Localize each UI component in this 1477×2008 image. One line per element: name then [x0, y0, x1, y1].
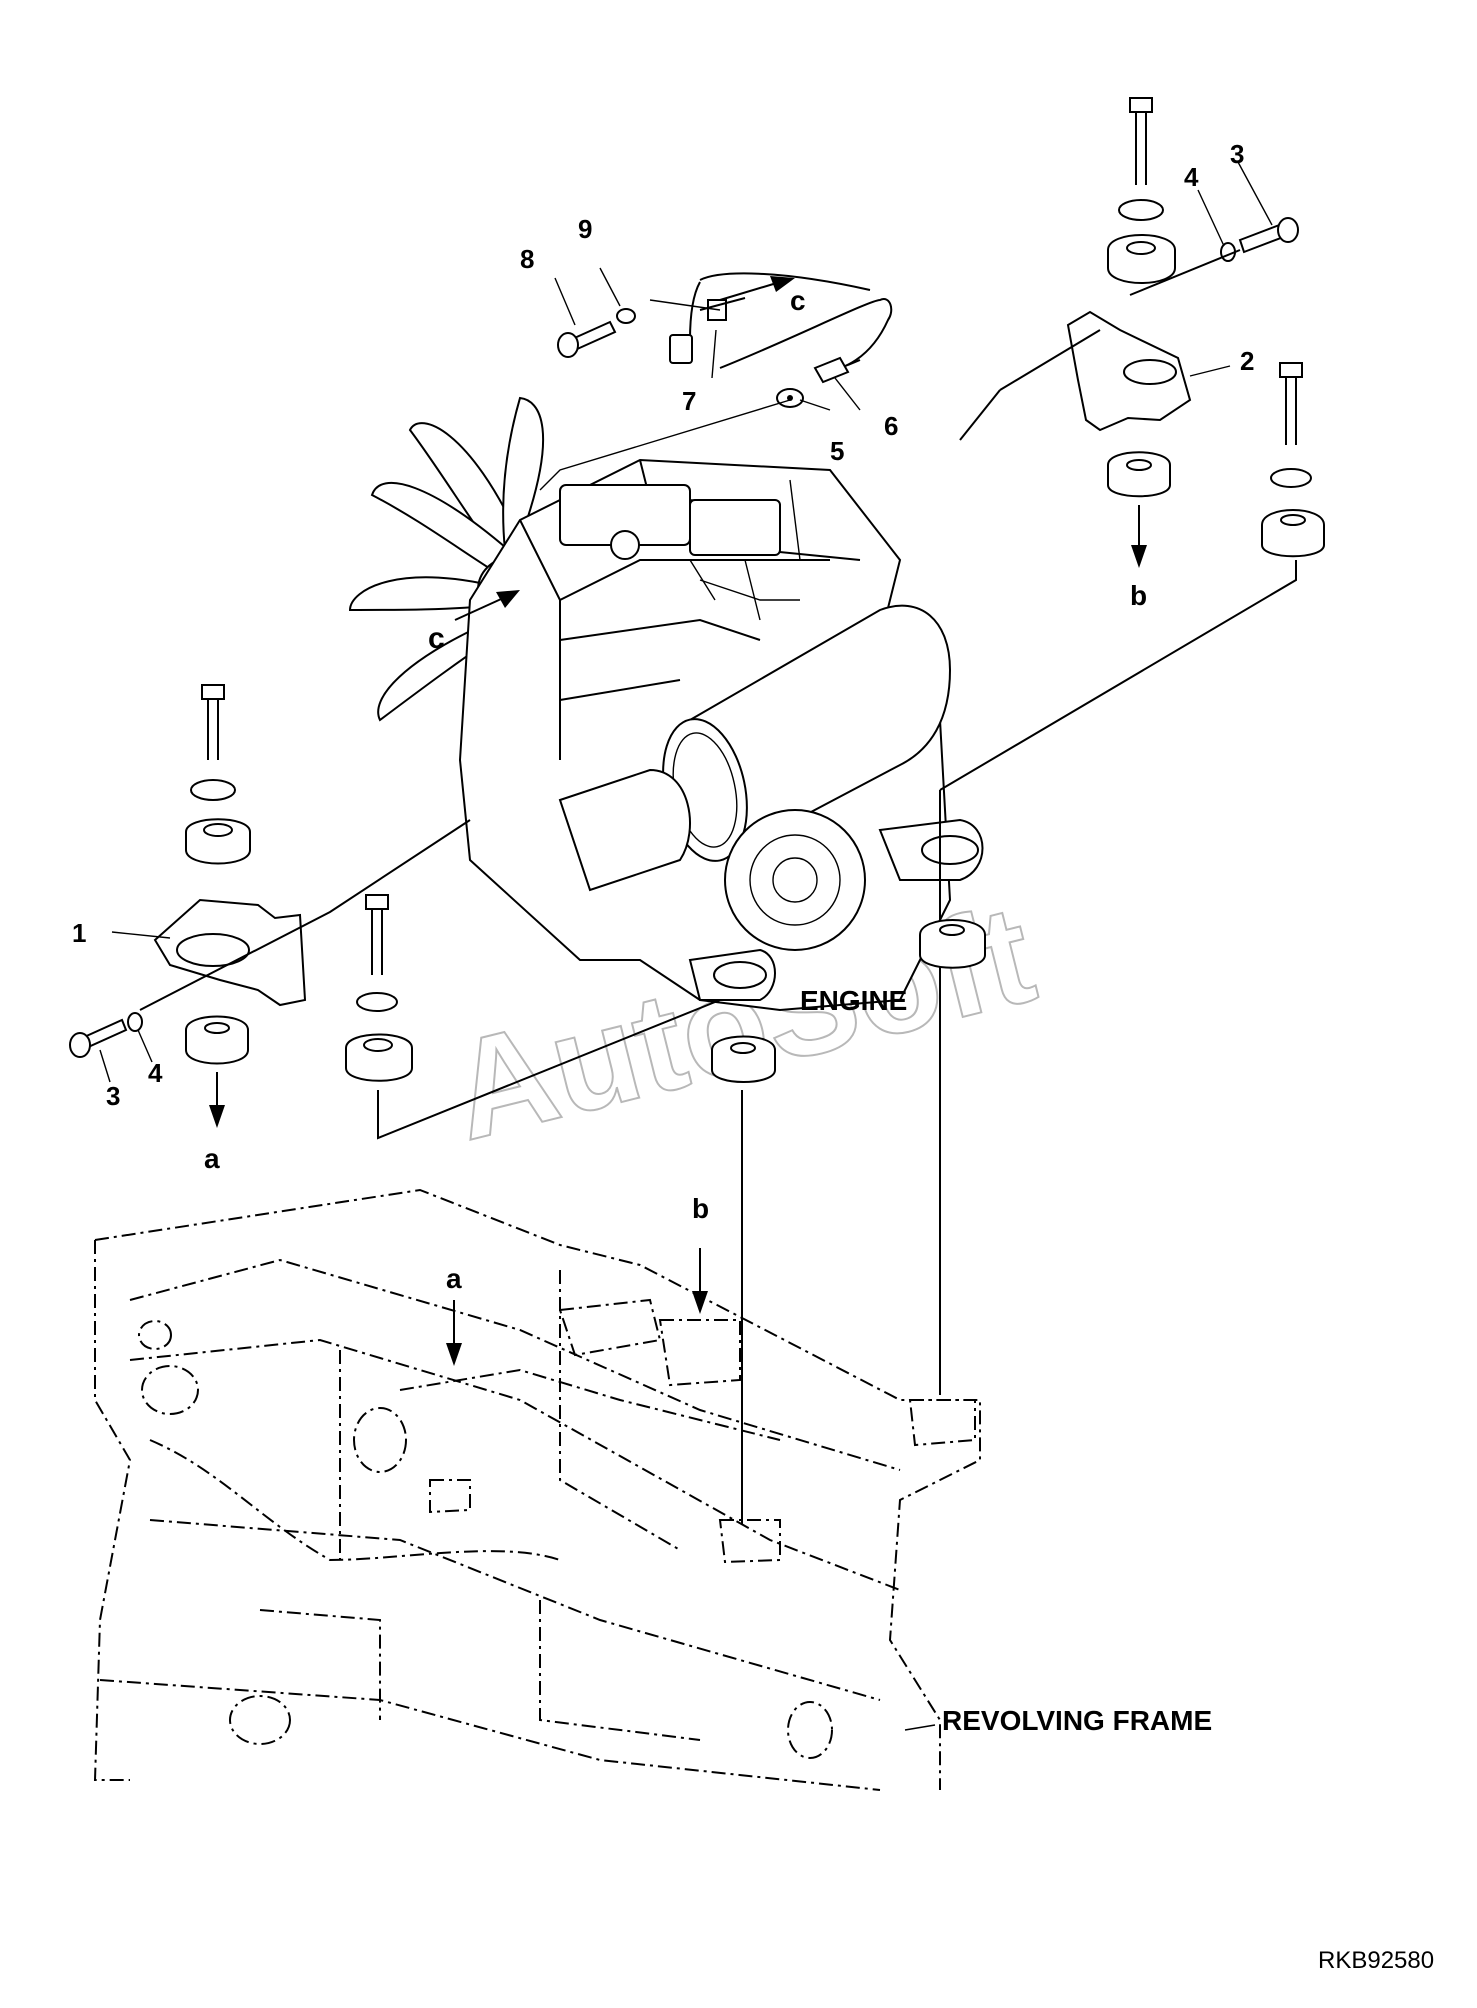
part-number-6: 6	[884, 411, 898, 441]
revolving-frame	[93, 1188, 981, 1791]
arrow-c-engine	[454, 590, 520, 621]
part-number-9: 9	[578, 214, 592, 244]
engine-muffler	[688, 604, 952, 862]
ref-letter-a-upper: a	[204, 1143, 220, 1174]
part-number-8: 8	[520, 244, 534, 274]
ref-letter-a-lower: a	[446, 1263, 462, 1294]
frame-label: REVOLVING FRAME	[942, 1705, 1212, 1736]
part-number-7: 7	[682, 386, 696, 416]
part-number-2: 2	[1240, 346, 1254, 376]
part-number-3-right: 3	[1230, 139, 1244, 169]
bracket-left-assembly	[69, 684, 471, 1128]
engine-illustration	[348, 396, 984, 1012]
drawing-code: RKB92580	[1318, 1947, 1434, 1974]
bracket-right-assembly	[959, 97, 1299, 568]
engine-label: ENGINE	[800, 985, 907, 1016]
part-number-3-left: 3	[106, 1081, 120, 1111]
mount-middle-left	[345, 894, 721, 1140]
part-number-4-right: 4	[1184, 162, 1199, 192]
ref-letter-c-engine: c	[428, 622, 445, 655]
sensor-harness	[539, 267, 893, 491]
part-number-4-left: 4	[148, 1058, 163, 1088]
part-number-5: 5	[830, 436, 844, 466]
part-number-1: 1	[72, 918, 86, 948]
flywheel-housing	[724, 809, 866, 951]
mount-middle-lower	[711, 1035, 776, 1525]
mount-far-right	[919, 362, 1325, 1395]
ref-letter-b-lower: b	[692, 1193, 709, 1224]
ref-letter-b-upper: b	[1130, 580, 1147, 611]
ref-letter-c-sensor: c	[790, 285, 806, 316]
